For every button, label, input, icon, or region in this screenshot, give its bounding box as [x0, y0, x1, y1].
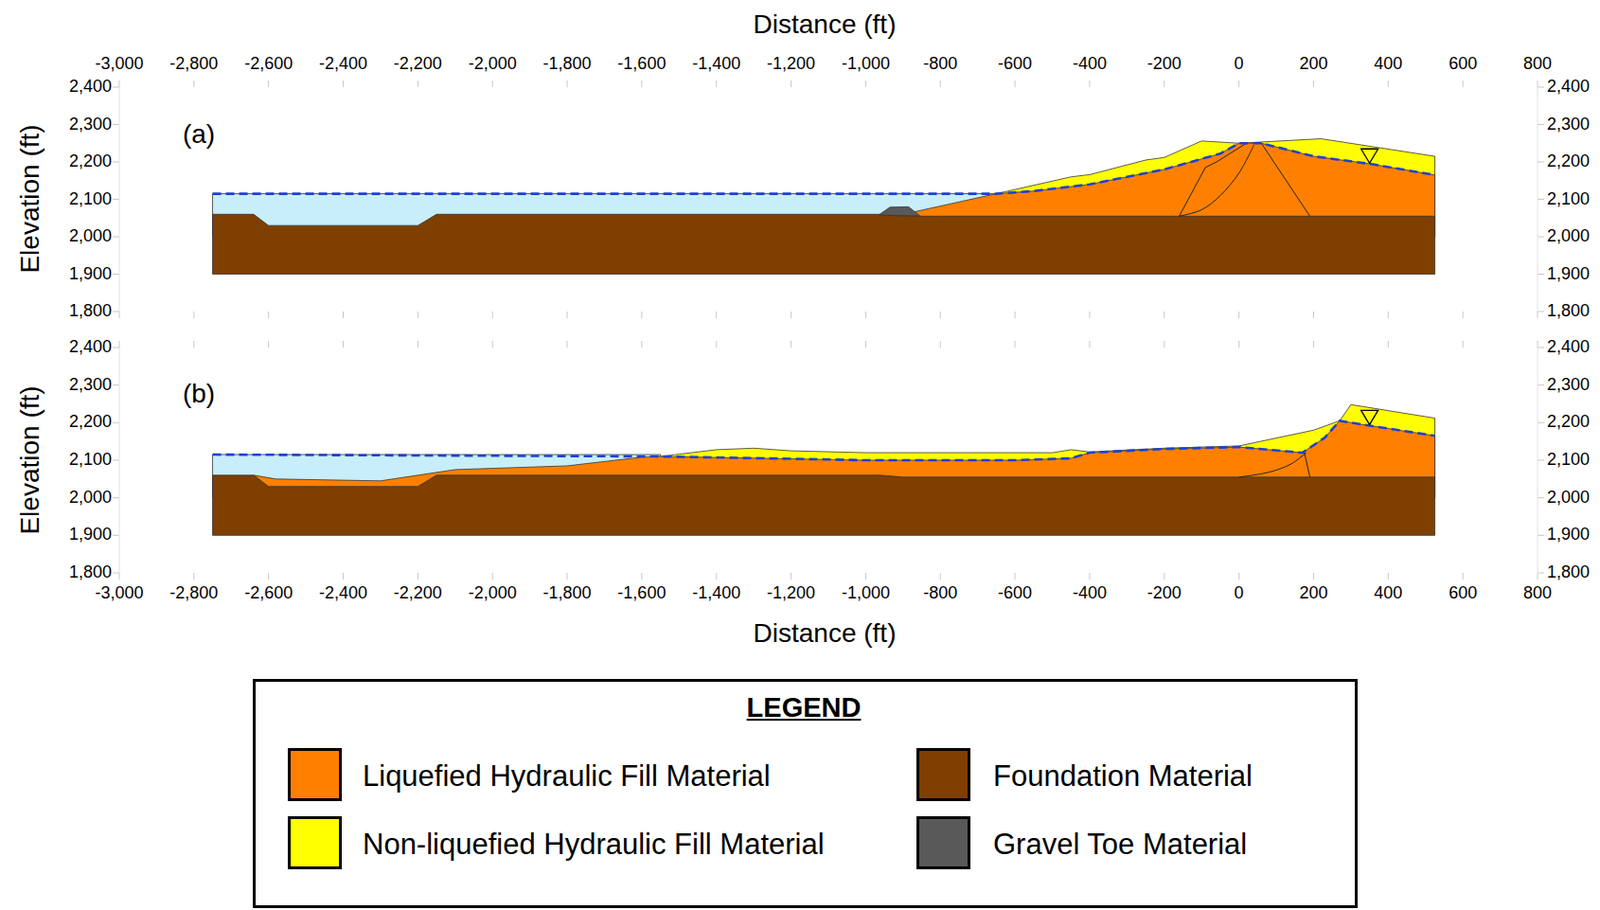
legend-text: Non-liquefied Hydraulic Fill Material [362, 828, 825, 861]
tick-label: 1,800 [69, 563, 112, 583]
tick-label: -200 [1147, 584, 1182, 604]
tick-label: 2,100 [69, 450, 112, 470]
tick-label: 2,000 [69, 488, 112, 508]
tick-label: -400 [1072, 584, 1107, 604]
legend-swatch [287, 747, 342, 801]
panel-label: (b) [182, 379, 215, 409]
tick-label: -3,000 [94, 54, 143, 74]
tick-label: 2,400 [1546, 77, 1590, 97]
tick-label: 2,000 [1546, 488, 1590, 508]
tick-label: -800 [923, 54, 958, 74]
axis-ticks [112, 340, 1545, 580]
tick-label: 2,000 [69, 227, 112, 247]
tick-label: 1,900 [69, 265, 112, 285]
tick-label: -1,200 [766, 54, 816, 74]
legend-text: Gravel Toe Material [993, 828, 1247, 861]
tick-label: 200 [1298, 584, 1328, 604]
tick-label: -1,600 [617, 54, 666, 74]
core-boundary [1304, 451, 1311, 478]
tick-label: 1,900 [69, 525, 112, 545]
tick-label: 2,300 [1546, 375, 1590, 395]
tick-label: 2,400 [1546, 337, 1590, 357]
axis-title: Distance (ft) [753, 10, 897, 40]
tick-label: -2,400 [319, 54, 368, 74]
tick-label: -2,800 [169, 54, 218, 74]
axis-title: Distance (ft) [753, 619, 897, 649]
tick-label: 2,300 [69, 375, 112, 395]
tick-label: 2,100 [1546, 450, 1590, 470]
tick-label: 2,300 [69, 115, 112, 135]
tick-label: 800 [1523, 54, 1552, 74]
foundation [213, 213, 1436, 274]
tick-label: -2,000 [468, 584, 517, 604]
legend-swatch [287, 816, 342, 870]
tick-label: 0 [1234, 584, 1245, 604]
tick-label: 1,900 [1546, 265, 1590, 285]
tick-label: 600 [1448, 584, 1477, 604]
tick-label: -800 [923, 584, 958, 604]
tick-label: -2,600 [244, 54, 293, 74]
tick-label: 2,200 [1546, 412, 1590, 432]
tick-label: 2,400 [69, 337, 112, 357]
core-boundary [1179, 142, 1247, 216]
legend-text: Foundation Material [993, 760, 1253, 793]
axis-title: Elevation (ft) [16, 124, 46, 273]
phreatic-line [213, 142, 1436, 194]
tick-label: -2,200 [393, 584, 443, 604]
tick-label: 2,000 [1546, 227, 1590, 247]
tick-label: 2,100 [69, 190, 112, 210]
tick-label: 2,300 [1546, 115, 1590, 135]
tick-label: -2,400 [319, 584, 368, 604]
core-boundary [1239, 452, 1307, 478]
tick-label: 2,200 [69, 412, 112, 432]
phreatic-line [213, 420, 1436, 461]
tick-label: -2,000 [468, 54, 517, 74]
water-level-symbol [1361, 148, 1379, 163]
tick-label: 400 [1373, 54, 1403, 74]
tick-label: -1,400 [692, 54, 741, 74]
tick-label: 400 [1373, 584, 1403, 604]
tick-label: 1,800 [69, 302, 112, 321]
tick-label: 2,400 [69, 77, 112, 97]
tick-label: -1,800 [543, 54, 592, 74]
tick-label: -1,800 [543, 584, 592, 604]
tick-label: -2,600 [244, 584, 293, 604]
tick-label: 800 [1523, 584, 1552, 604]
tick-label: -600 [997, 584, 1032, 604]
tick-label: 1,900 [1546, 525, 1590, 545]
tick-label: 1,800 [1546, 302, 1590, 321]
legend-title: LEGEND [746, 693, 862, 724]
core-boundary [1261, 142, 1310, 216]
legend-swatch [916, 747, 971, 801]
tick-label: -1,200 [766, 584, 816, 604]
tick-label: -1,000 [841, 54, 890, 74]
tick-label: -200 [1147, 54, 1182, 74]
gravel-toe [878, 206, 920, 215]
axis-title: Elevation (ft) [16, 385, 46, 534]
tick-label: -2,200 [393, 54, 443, 74]
foundation [213, 475, 1436, 535]
tick-label: -2,800 [169, 584, 218, 604]
tick-label: -1,400 [692, 584, 741, 604]
tick-label: -1,600 [617, 584, 666, 604]
tick-label: -1,000 [841, 584, 890, 604]
tick-label: -600 [997, 54, 1032, 74]
tick-label: 600 [1448, 54, 1477, 74]
legend-swatch [916, 816, 971, 870]
panel-label: (a) [182, 120, 215, 150]
tick-label: 2,200 [69, 152, 112, 172]
tick-label: 2,100 [1546, 190, 1590, 210]
tick-label: 0 [1234, 54, 1245, 74]
water-level-symbol [1361, 409, 1379, 425]
tick-label: 200 [1298, 54, 1328, 74]
legend-text: Liquefied Hydraulic Fill Material [362, 760, 771, 793]
tick-label: 2,200 [1546, 152, 1590, 172]
tick-label: -400 [1072, 54, 1107, 74]
tick-label: 1,800 [1546, 563, 1590, 583]
tick-label: -3,000 [94, 584, 143, 604]
axis-ticks [112, 80, 1545, 319]
